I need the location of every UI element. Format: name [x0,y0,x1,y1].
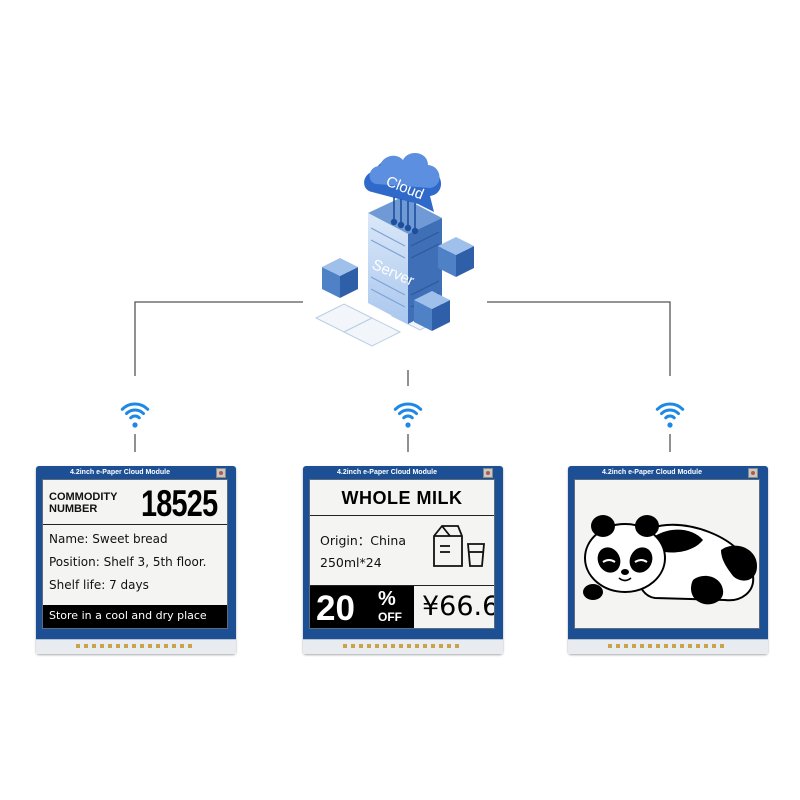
wifi-icon [120,402,150,428]
epaper-module-3: 4.2inch e-Paper Cloud Module [568,466,768,654]
panda-illustration [583,515,757,605]
module-title: 4.2inch e-Paper Cloud Module [337,469,437,476]
cube-node-icon [414,291,450,331]
milk-carton-icon [433,525,485,567]
epaper-screen: COMMODITY NUMBER 18525 Name: Sweet bread… [42,479,228,629]
discount-off: OFF [378,610,402,624]
discount-block: 20 % OFF [310,586,414,628]
commodity-label-line1: COMMODITY [49,491,118,503]
discount-value: 20 [316,589,355,628]
storage-note-bar: Store in a cool and dry place [43,605,227,628]
name-line: Name: Sweet bread [49,532,168,546]
wifi-icons [120,402,685,428]
epaper-screen: WHOLE MILK Origin：China 250ml*24 20 % OF… [309,479,495,629]
position-line: Position: Shelf 3, 5th floor. [49,555,207,569]
board-connector-strip [36,639,236,654]
module-title: 4.2inch e-Paper Cloud Module [602,469,702,476]
cloud-icon: Cloud [364,152,442,212]
epaper-module-1: 4.2inch e-Paper Cloud Module COMMODITY N… [36,466,236,654]
cube-node-icon [322,258,358,298]
reset-button[interactable] [216,468,226,478]
server-tower-icon: Server [368,197,442,324]
connector-line-left [134,301,303,376]
commodity-label: COMMODITY NUMBER [49,491,129,515]
product-name: WHOLE MILK [341,488,463,508]
commodity-label-line2: NUMBER [49,503,98,515]
discount-percent: % [378,588,396,610]
product-header: WHOLE MILK [310,480,494,516]
price: ¥66.6 [422,591,495,622]
reset-button[interactable] [483,468,493,478]
cube-node-icon [438,237,474,277]
shelf-life-line: Shelf life: 7 days [49,578,149,592]
glass-icon [467,543,485,567]
storage-note: Store in a cool and dry place [49,609,207,622]
epaper-screen [574,479,760,629]
package-line: 250ml*24 [320,555,382,570]
board-connector-strip [568,639,768,654]
connector-lines [134,301,671,452]
wifi-icon [393,402,423,428]
board-connector-strip [303,639,503,654]
reset-button[interactable] [748,468,758,478]
commodity-number: 18525 [141,483,218,524]
wifi-icon [655,402,685,428]
cube-nodes [322,237,474,331]
module-title: 4.2inch e-Paper Cloud Module [70,469,170,476]
epaper-module-2: 4.2inch e-Paper Cloud Module WHOLE MILK … [303,466,503,654]
price-area: 20 % OFF ¥66.6 [310,585,494,628]
origin-line: Origin：China [320,533,406,548]
connector-line-right [487,301,671,376]
data-link-icon [390,197,419,235]
commodity-header: COMMODITY NUMBER 18525 [43,480,227,525]
